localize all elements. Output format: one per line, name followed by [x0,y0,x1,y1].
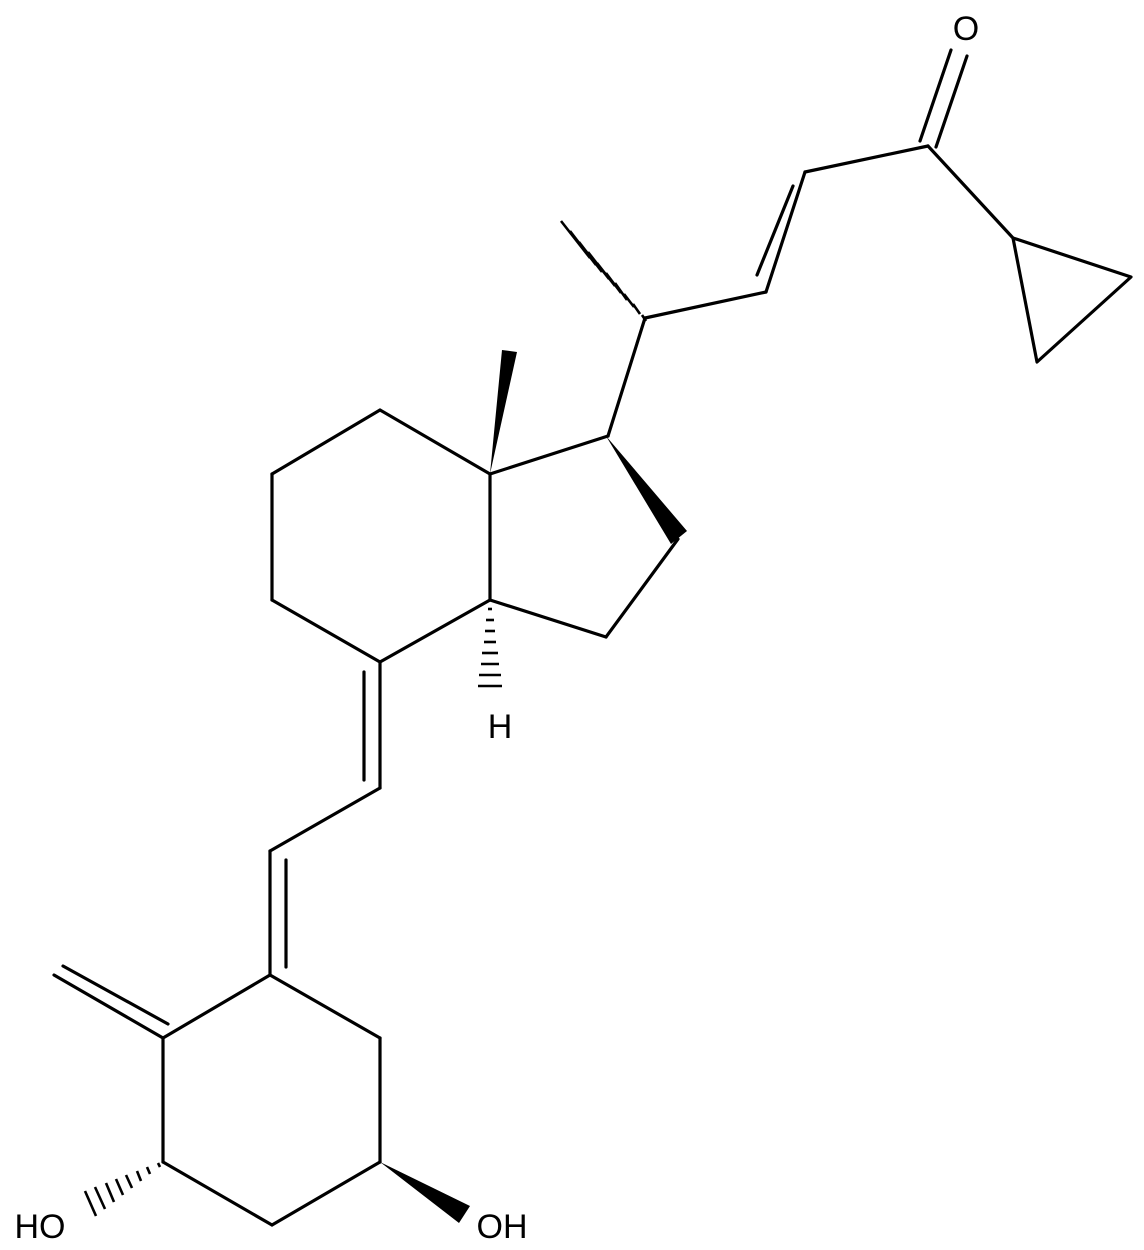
hashed-hydrogen-bond [478,607,502,688]
ring-c-bond-4 [270,598,382,664]
hydroxyl-left-label: HO [15,1208,66,1246]
oxygen-label: O [953,10,979,48]
linker-single-bond [268,786,382,853]
ring-a-bond-1 [161,973,272,1040]
alkene-bond-b [755,184,795,277]
ring-c-bond-5 [378,598,492,664]
carbonyl-bond-a [918,48,953,143]
ring-c-bond-2 [270,408,382,476]
ring-d-bond-4 [604,537,680,639]
ring-a-bond-4 [270,1160,382,1227]
ring-d-bond-3 [488,598,608,639]
hashed-hydroxyl-bond [83,1162,162,1217]
cyclopropane-ring [1011,236,1133,364]
cd-ring-system: H [270,350,687,746]
methylene-bond-b [61,964,170,1026]
ring-a-bond-3 [161,1160,274,1227]
triene-linker [268,660,382,977]
hydrogen-label: H [488,708,513,746]
hydroxyl-right-label: OH [477,1208,528,1246]
side-chain [559,48,1133,438]
chain-bond [643,290,768,320]
ring-a: HO OH [15,964,528,1246]
methylene-bond-a [52,973,165,1040]
wedge-bond-c17 [606,436,687,544]
ring-a-bond-6 [268,973,382,1040]
carbonyl-bond-b [934,54,969,149]
carbonyl-cyclopropyl-bond [926,144,1015,240]
wedge-hydroxyl-bond [380,1162,470,1223]
ring-c-bond-1 [378,408,492,476]
alkene-bond-a [764,170,807,294]
hashed-methyl-bond [559,220,648,322]
ring-d-bond-1 [488,434,610,476]
chain-ring-bond [606,316,647,438]
enone-single-bond [803,144,930,174]
wedge-angular-methyl [490,350,517,474]
